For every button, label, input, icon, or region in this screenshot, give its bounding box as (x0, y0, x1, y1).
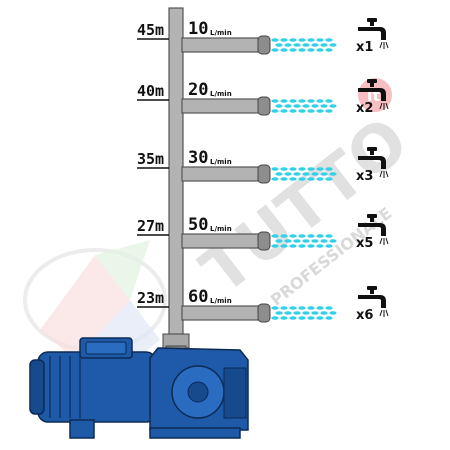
branch-pipe (181, 37, 265, 53)
pipe-nozzle (257, 96, 271, 116)
tap-count-label: x2 (356, 101, 373, 116)
flow-rate-unit: L/min (210, 29, 232, 37)
height-label: 45m (137, 21, 164, 39)
water-flow-icon (271, 306, 337, 320)
flow-rate-value: 60 (188, 287, 208, 307)
flow-rate-value: 50 (188, 215, 208, 235)
flow-rate-unit: L/min (210, 297, 232, 305)
flow-rate-value: 20 (188, 80, 208, 100)
faucet-icon (358, 147, 389, 178)
pipe-nozzle (257, 303, 271, 323)
tap-count-label: x5 (356, 236, 373, 251)
flow-rate-unit: L/min (210, 90, 232, 98)
faucet-icon (358, 286, 389, 317)
pipe-nozzle (257, 231, 271, 251)
tap-count-label: x1 (356, 40, 373, 55)
branch-pipe (181, 98, 265, 114)
branch-pipe (181, 305, 265, 321)
height-label: 23m (137, 289, 164, 307)
water-pump-icon (29, 333, 249, 439)
pipe-nozzle (257, 35, 271, 55)
branch-pipe (181, 166, 265, 182)
height-label: 27m (137, 217, 164, 235)
riser-pipe (168, 7, 184, 347)
water-flow-icon (271, 167, 337, 181)
tap-count-label: x3 (356, 169, 373, 184)
flow-rate-unit: L/min (210, 158, 232, 166)
height-label: 40m (137, 82, 164, 100)
water-flow-icon (271, 38, 337, 52)
faucet-icon (358, 79, 389, 110)
height-label: 35m (137, 150, 164, 168)
flow-rate-value: 30 (188, 148, 208, 168)
tap-count-label: x6 (356, 308, 373, 323)
faucet-icon (358, 18, 389, 49)
water-flow-icon (271, 99, 337, 113)
faucet-icon (358, 214, 389, 245)
flow-rate-value: 10 (188, 19, 208, 39)
flow-rate-unit: L/min (210, 225, 232, 233)
pipe-nozzle (257, 164, 271, 184)
branch-pipe (181, 233, 265, 249)
water-flow-icon (271, 234, 337, 248)
